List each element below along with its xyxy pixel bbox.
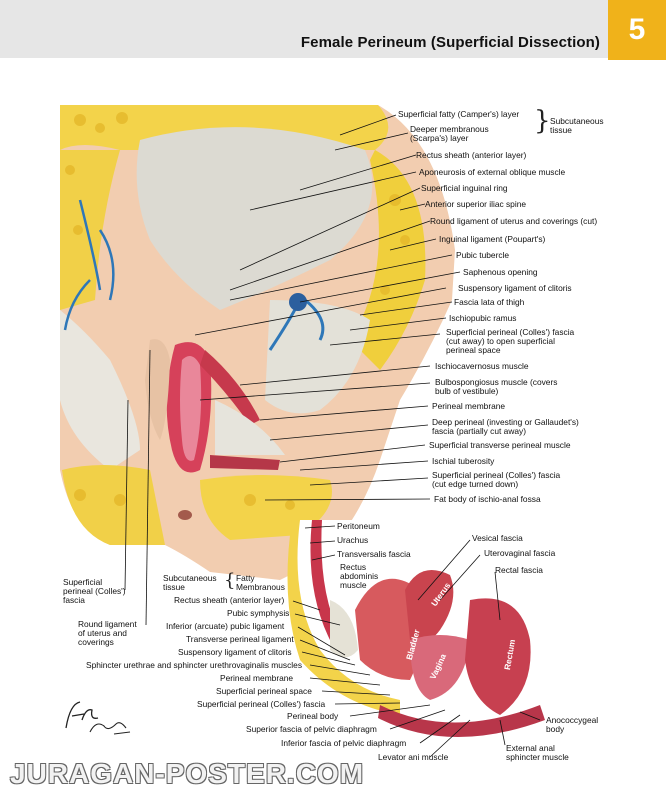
label-left-colles-line3: fascia — [63, 595, 85, 605]
perineal-membrane — [215, 400, 285, 455]
label-pubic-tubercle: Pubic tubercle — [456, 250, 510, 260]
page-title: Female Perineum (Superficial Dissection) — [300, 34, 600, 51]
label-suspensory-ligament-clitoris: Suspensory ligament of clitoris — [458, 283, 572, 293]
label-subcutaneous-line2: tissue — [550, 125, 572, 135]
label-bulbospongiosus-line2: bulb of vestibule) — [435, 386, 499, 396]
label-anococcygeal-line2: body — [546, 724, 565, 734]
right-thigh — [265, 300, 370, 414]
label-deep-perineal-line2: fascia (partially cut away) — [432, 426, 527, 436]
label-left-round-ligament-line2: of uterus and — [78, 628, 127, 638]
bladder-shape — [355, 578, 424, 680]
label-campers-layer: Superficial fatty (Camper's) layer — [398, 109, 520, 119]
rectus-muscle — [310, 520, 340, 640]
label-scarpas-layer-line2: (Scarpa's) layer — [410, 133, 469, 143]
label-sag-suspensory-ligament: Suspensory ligament of clitoris — [178, 647, 292, 657]
label-ischial-tuberosity: Ischial tuberosity — [432, 456, 495, 466]
pubic-symphysis — [330, 600, 358, 658]
label-saphenous-opening: Saphenous opening — [463, 267, 538, 277]
superficial-transverse-perineal — [210, 455, 280, 470]
label-rectal-fascia: Rectal fascia — [495, 565, 543, 575]
label-bulbospongiosus-line1: Bulbospongiosus muscle (covers — [435, 377, 558, 387]
label-rectus-sheath: Rectus sheath (anterior layer) — [416, 150, 527, 160]
brace-subcutaneous: } — [534, 106, 551, 136]
label-sag-perineal-membrane: Perineal membrane — [220, 673, 294, 683]
vestibule — [180, 356, 202, 461]
label-anterior-superior-iliac-spine: Anterior superior iliac spine — [425, 199, 527, 209]
label-colles-fascia-line3: perineal space — [446, 345, 501, 355]
levator-ani — [378, 705, 545, 738]
artist-signature — [65, 701, 131, 735]
label-colles-cut-edge-line2: (cut edge turned down) — [432, 479, 519, 489]
label-anococcygeal-line1: Anococcygeal — [546, 715, 599, 725]
aponeurosis — [136, 127, 373, 310]
label-sag-fatty: Fatty — [236, 573, 255, 583]
label-sag-pubic-symphysis: Pubic symphysis — [227, 608, 290, 618]
left-thigh — [60, 310, 140, 470]
label-sag-inferior-pubic-ligament: Inferior (arcuate) pubic ligament — [166, 621, 285, 631]
ischiocavernosus — [200, 350, 260, 425]
saphenous-opening — [289, 293, 307, 311]
label-sag-sphincter-urethrae: Sphincter urethrae and sphincter urethro… — [86, 660, 303, 670]
label-sag-subcutaneous-line1: Subcutaneous — [163, 573, 217, 583]
plate-number-tab: 5 — [608, 0, 666, 60]
vessels-left — [63, 199, 115, 331]
label-fat-body-ischio-anal: Fat body of ischio-anal fossa — [434, 494, 541, 504]
label-rectus-abdominis-line1: Rectus — [340, 562, 367, 572]
fat-rim-right — [350, 150, 426, 370]
label-sag-colles-fascia: Superficial perineal (Colles') fascia — [197, 699, 326, 709]
label-colles-cut-edge-line1: Superficial perineal (Colles') fascia — [432, 470, 561, 480]
label-left-round-ligament-line3: coverings — [78, 637, 114, 647]
label-aponeurosis: Aponeurosis of external oblique muscle — [419, 167, 566, 177]
label-sag-levator-ani: Levator ani muscle — [378, 752, 449, 762]
label-external-anal-sphincter-line2: sphincter muscle — [506, 752, 569, 762]
label-ischiocavernosus: Ischiocavernosus muscle — [435, 361, 529, 371]
label-subcutaneous-line1: Subcutaneous — [550, 116, 604, 126]
label-inguinal-ligament: Inguinal ligament (Poupart's) — [439, 234, 546, 244]
fat-body-left — [62, 465, 165, 545]
label-sag-transverse-perineal-ligament: Transverse perineal ligament — [186, 634, 294, 644]
label-external-anal-sphincter-line1: External anal — [506, 743, 555, 753]
labium-left — [145, 339, 170, 440]
watermark: JURAGAN-POSTER.COM — [10, 758, 365, 789]
fat-rim-left — [60, 150, 120, 310]
label-left-round-ligament-line1: Round ligament — [78, 619, 137, 629]
fat-globules — [65, 112, 410, 510]
label-deep-perineal-line1: Deep perineal (investing or Gallaudet's) — [432, 417, 579, 427]
label-urachus: Urachus — [337, 535, 369, 545]
label-peritoneum: Peritoneum — [337, 521, 380, 531]
label-sag-subcutaneous-line2: tissue — [163, 582, 185, 592]
label-vesical-fascia: Vesical fascia — [472, 533, 523, 543]
label-superficial-transverse-perineal: Superficial transverse perineal muscle — [429, 440, 571, 450]
label-left-colles-line2: perineal (Colles') — [63, 586, 126, 596]
label-colles-fascia-line1: Superficial perineal (Colles') fascia — [446, 327, 575, 337]
label-rectus-abdominis-line3: muscle — [340, 580, 367, 590]
label-scarpas-layer-line1: Deeper membranous — [410, 124, 489, 134]
label-left-colles-line1: Superficial — [63, 577, 103, 587]
label-transversalis-fascia: Transversalis fascia — [337, 549, 411, 559]
label-sag-superficial-perineal-space: Superficial perineal space — [216, 686, 312, 696]
label-superficial-inguinal-ring: Superficial inguinal ring — [421, 183, 508, 193]
brace-sag-subcutaneous: { — [224, 570, 236, 591]
label-sag-membranous: Membranous — [236, 582, 285, 592]
label-colles-fascia-line2: (cut away) to open superficial — [446, 336, 555, 346]
rectum-shape — [465, 598, 531, 715]
anus — [178, 510, 192, 520]
uterus-shape — [405, 570, 454, 644]
label-sag-superior-fascia: Superior fascia of pelvic diaphragm — [246, 724, 377, 734]
label-sag-inferior-fascia: Inferior fascia of pelvic diaphragm — [281, 738, 407, 748]
label-fascia-lata: Fascia lata of thigh — [454, 297, 525, 307]
vagina-shape — [410, 635, 470, 700]
label-perineal-membrane: Perineal membrane — [432, 401, 506, 411]
label-sag-perineal-body: Perineal body — [287, 711, 339, 721]
label-uterovaginal-fascia: Uterovaginal fascia — [484, 548, 556, 558]
label-ischiopubic-ramus: Ischiopubic ramus — [449, 313, 517, 323]
header-bar — [0, 0, 608, 58]
label-rectus-abdominis-line2: abdominis — [340, 571, 379, 581]
label-round-ligament-cut: Round ligament of uterus and coverings (… — [430, 216, 598, 226]
label-sag-rectus-sheath: Rectus sheath (anterior layer) — [174, 595, 285, 605]
